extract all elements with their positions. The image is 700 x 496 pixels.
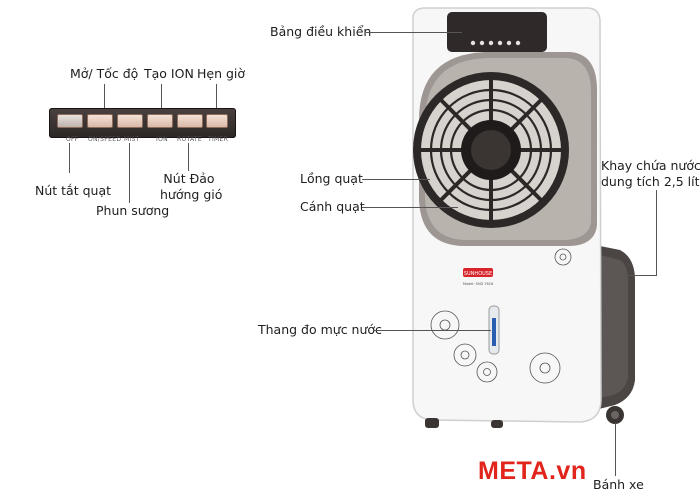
- label-fan-cage: Lồng quạt: [300, 171, 363, 186]
- label-timer: Hẹn giờ: [197, 66, 246, 81]
- brand-badge-text: SUNHOUSE: [464, 271, 492, 277]
- label-water-level: Thang đo mực nước: [258, 322, 382, 337]
- caption-rotate: ROTATE: [177, 136, 202, 143]
- label-power-speed: Mở/ Tốc độ: [70, 66, 139, 81]
- caption-timer: TIMER: [208, 136, 229, 143]
- mist-button[interactable]: [117, 114, 143, 128]
- caption-off: OFF: [66, 136, 79, 143]
- timer-button[interactable]: [206, 114, 228, 128]
- control-panel-strip: [49, 108, 236, 138]
- label-off: Nút tắt quạt: [35, 183, 112, 198]
- air-cooler-fan-image: SUNHOUSE Model: SHD 7616: [412, 7, 635, 428]
- label-mist: Phun sương: [96, 203, 170, 218]
- model-text: Model: SHD 7616: [463, 282, 493, 286]
- caption-on-speed: ON/SPEED: [88, 136, 122, 143]
- label-fan-blade: Cánh quạt: [300, 199, 365, 214]
- label-wheel: Bánh xe: [593, 477, 644, 492]
- label-control-panel: Bảng điều khiển: [270, 24, 372, 39]
- ion-button[interactable]: [147, 114, 173, 128]
- off-button[interactable]: [57, 114, 83, 128]
- on-speed-button[interactable]: [87, 114, 113, 128]
- caption-mist: MIST: [124, 136, 140, 143]
- label-ion: Tạo ION: [144, 66, 194, 81]
- watermark-logo: META.vn: [478, 457, 587, 485]
- rotate-button[interactable]: [177, 114, 203, 128]
- caption-ion: ION: [156, 136, 168, 143]
